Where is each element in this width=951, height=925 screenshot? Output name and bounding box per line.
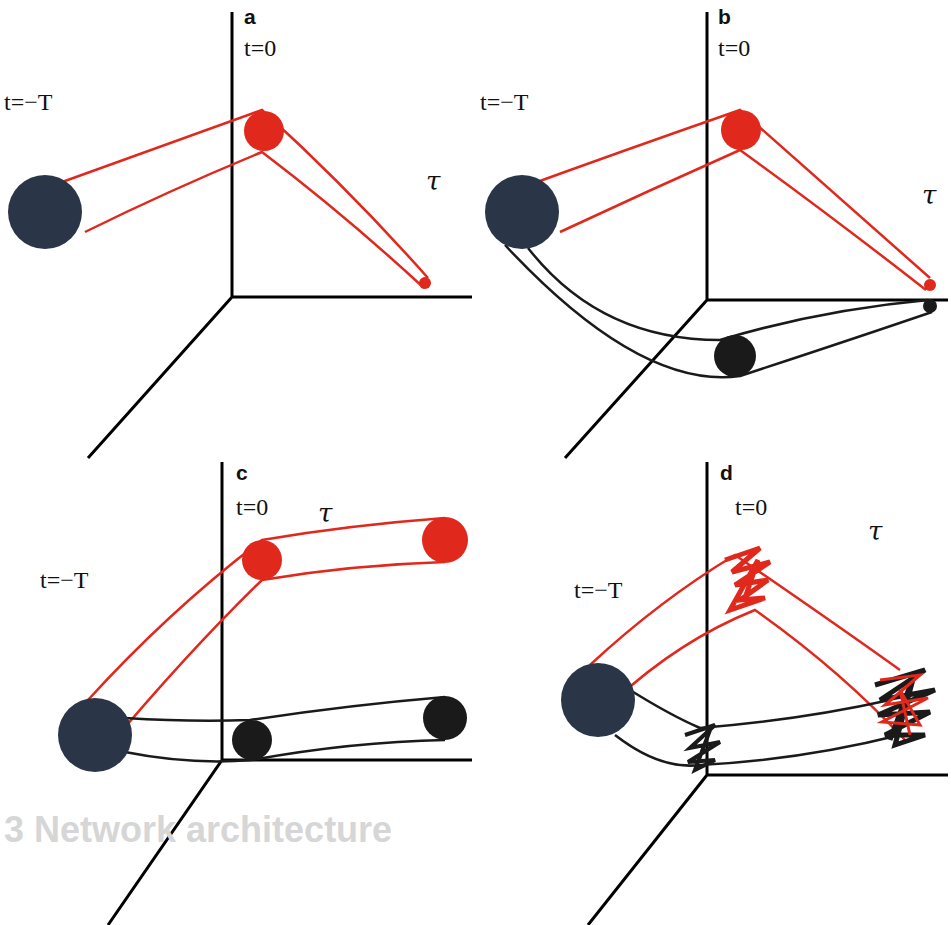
panel-letter: c (236, 462, 248, 483)
red-scribble (880, 675, 928, 735)
red-dot (419, 277, 431, 289)
red-ball (721, 110, 761, 150)
panel-letter: a (244, 6, 256, 27)
time-label: t=0 (718, 36, 750, 60)
time-symbol: τ (922, 182, 936, 208)
time-label: t=−T (480, 90, 528, 114)
blue-ball (561, 663, 635, 737)
black-tube (505, 245, 932, 377)
panel-letter: b (718, 6, 731, 27)
time-label: t=−T (4, 90, 52, 114)
blue-ball (8, 175, 82, 249)
time-label: t=−T (574, 578, 622, 602)
time-symbol: τ (868, 518, 882, 544)
red-ball (242, 540, 282, 580)
time-symbol: τ (318, 500, 332, 526)
red-tube (88, 518, 445, 745)
black-tube (615, 690, 900, 766)
red-ball (422, 517, 468, 563)
panel-letter: d (720, 462, 733, 483)
time-symbol: τ (426, 168, 440, 194)
black-dot (923, 299, 937, 313)
black-scribble (685, 725, 720, 770)
red-tube (40, 110, 428, 288)
red-scribble (725, 548, 770, 610)
blue-ball (485, 175, 559, 249)
blue-ball (58, 698, 132, 772)
section-heading: 3 Network architecture (4, 812, 392, 848)
black-tube (125, 697, 445, 761)
time-label: t=−T (40, 568, 88, 592)
black-scribble (875, 670, 935, 745)
time-label: t=0 (735, 495, 767, 519)
red-dot (924, 279, 936, 291)
black-ball (423, 696, 467, 740)
black-ball (714, 335, 756, 377)
red-ball (244, 111, 284, 151)
black-ball (232, 720, 272, 760)
time-label: t=0 (244, 36, 276, 60)
axes (88, 12, 948, 925)
red-tube (515, 110, 930, 290)
time-label: t=0 (236, 495, 268, 519)
